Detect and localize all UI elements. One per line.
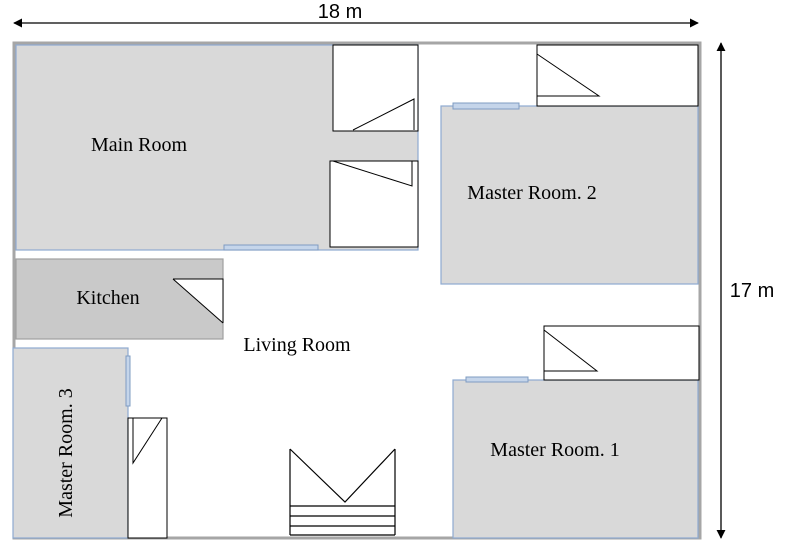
master-room-2-window xyxy=(452,102,520,110)
master-room-2 xyxy=(440,105,699,285)
master-room-2-label: Master Room. 2 xyxy=(467,182,596,204)
master-room-1-window xyxy=(465,376,529,383)
master-room-1-label: Master Room. 1 xyxy=(490,439,619,461)
outer-wall xyxy=(12,41,702,540)
kitchen-counter xyxy=(172,278,224,324)
width-dimension-label: 18 m xyxy=(318,1,362,23)
main-room-window xyxy=(223,244,319,251)
master-room-2-wardrobe xyxy=(536,44,699,107)
main-room-closet-bottom xyxy=(329,160,419,248)
master-room-3-closet xyxy=(127,417,168,539)
kitchen xyxy=(15,258,224,340)
master-room-1 xyxy=(452,379,699,539)
living-room-label: Living Room xyxy=(243,334,351,356)
main-room-label: Main Room xyxy=(91,134,188,156)
master-room-1-wardrobe xyxy=(543,325,700,381)
master-room-3-window xyxy=(125,355,131,407)
height-dimension-label: 17 m xyxy=(730,280,774,302)
main-room-closet-top xyxy=(332,44,419,132)
master-room-3-label: Master Room. 3 xyxy=(55,388,77,517)
kitchen-label: Kitchen xyxy=(76,287,139,309)
staircase xyxy=(289,448,396,536)
master-room-3 xyxy=(12,347,129,539)
